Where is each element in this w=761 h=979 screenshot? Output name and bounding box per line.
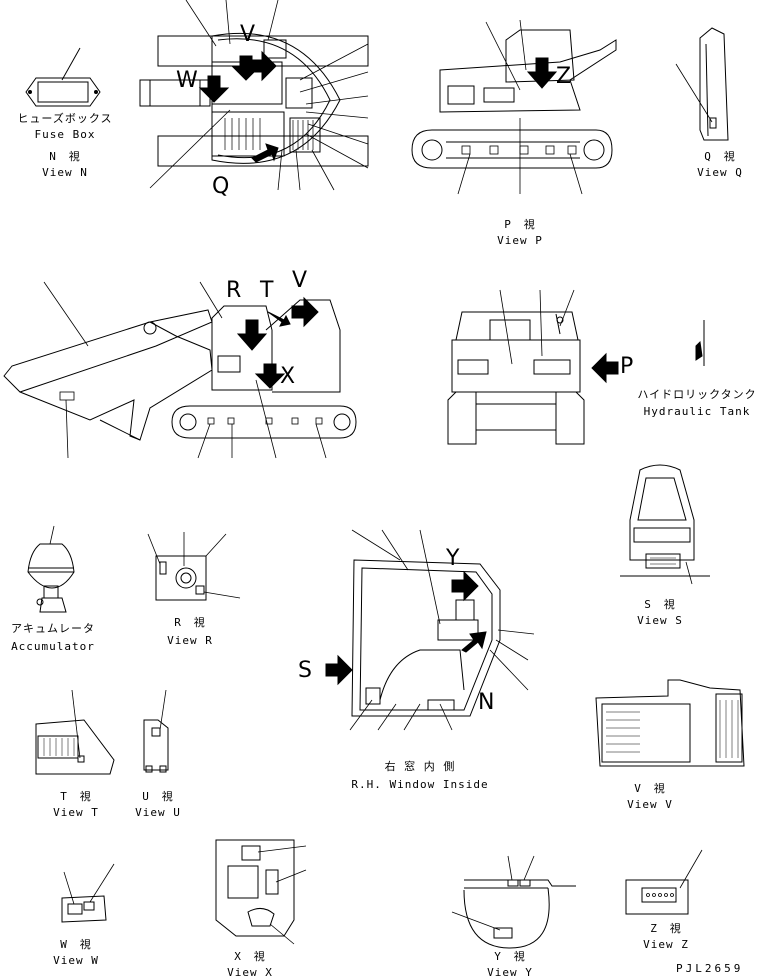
view-x-title: X 視 xyxy=(234,950,266,963)
fuse-box-drawing xyxy=(25,47,101,107)
view-y-title: Y 視 xyxy=(494,950,526,963)
callout-top-v: V xyxy=(240,22,256,47)
view-r-drawing xyxy=(147,532,241,601)
view-x-label: View X xyxy=(227,966,273,979)
hydraulic-tank-label-ja: ハイドロリックタンク xyxy=(637,388,757,401)
view-n-label: View N xyxy=(42,166,88,179)
drawing-code: PJL2659 xyxy=(676,962,744,975)
view-s-title: S 視 xyxy=(644,598,676,611)
rh-window-label-ja: 右 窓 内 側 xyxy=(384,760,456,773)
view-u-label: View U xyxy=(135,806,181,819)
fuse-box-label-ja: ヒューズボックス xyxy=(17,112,113,125)
view-y-label: View Y xyxy=(487,966,533,979)
view-r-title: R 視 xyxy=(174,616,206,629)
view-u-drawing xyxy=(143,689,169,773)
view-w-drawing xyxy=(61,863,115,923)
callout-top-z: Z xyxy=(556,64,572,89)
view-q-title: Q 視 xyxy=(704,150,736,163)
hydraulic-tank-label-en: Hydraulic Tank xyxy=(643,405,751,418)
view-u-title: U 視 xyxy=(142,790,174,803)
view-s-drawing xyxy=(620,464,710,585)
view-y-drawing xyxy=(451,855,576,949)
view-t-title: T 視 xyxy=(60,790,92,803)
rh-window-label-en: R.H. Window Inside xyxy=(351,778,489,791)
view-v-drawing xyxy=(595,679,745,767)
callout-top-q: Q xyxy=(212,174,230,199)
view-p-drawing xyxy=(411,19,617,195)
view-p-label: View P xyxy=(497,234,543,247)
callout-rear-p: P xyxy=(620,354,634,379)
side-view-drawing xyxy=(3,281,357,459)
view-z-label: View Z xyxy=(643,938,689,951)
callout-side-x: X xyxy=(280,364,296,389)
rear-view-drawing xyxy=(447,289,619,445)
view-p-title: P 視 xyxy=(504,218,536,231)
view-q-drawing xyxy=(675,27,729,141)
top-view-drawing xyxy=(139,0,369,191)
callout-cab-s: S xyxy=(298,658,312,683)
accumulator-label-en: Accumulator xyxy=(11,640,95,653)
callout-cab-y: Y xyxy=(446,546,460,571)
callout-cab-n: N xyxy=(478,690,495,715)
view-v-title: V 視 xyxy=(634,782,666,795)
view-v-label: View V xyxy=(627,798,673,811)
accumulator-label-ja: アキュムレータ xyxy=(11,622,95,635)
callout-side-t: T xyxy=(260,278,274,303)
callout-side-v: V xyxy=(292,268,308,293)
accumulator-drawing xyxy=(27,525,75,613)
view-q-label: View Q xyxy=(697,166,743,179)
callout-top-w: W xyxy=(176,68,198,93)
view-w-title: W 視 xyxy=(60,938,92,951)
view-n-title: N 視 xyxy=(49,150,81,163)
rh-window-drawing xyxy=(325,529,535,731)
view-x-drawing xyxy=(215,839,307,945)
view-s-label: View S xyxy=(637,614,683,627)
fuse-box-label-en: Fuse Box xyxy=(34,128,96,141)
view-z-title: Z 視 xyxy=(650,922,682,935)
view-w-label: View W xyxy=(53,954,99,967)
view-t-label: View T xyxy=(53,806,99,819)
hydraulic-tank-drawing xyxy=(695,320,705,366)
view-t-drawing xyxy=(35,689,115,775)
callout-side-r: R xyxy=(226,278,242,303)
view-r-label: View R xyxy=(167,634,213,647)
view-z-drawing xyxy=(625,849,703,915)
